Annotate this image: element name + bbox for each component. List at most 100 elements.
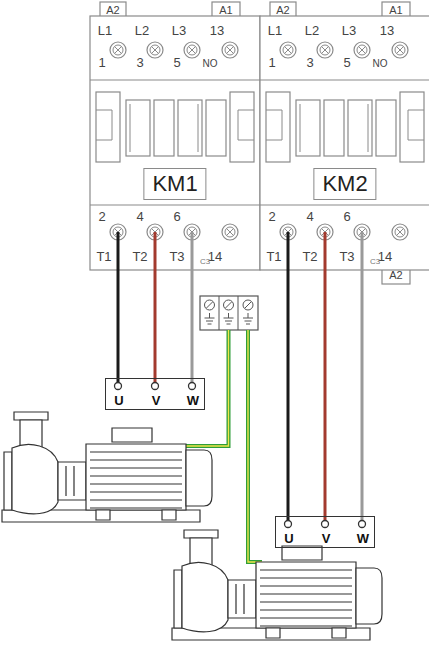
terminal-screw: [317, 42, 333, 58]
cooling-fins: [260, 570, 352, 626]
terminal-label: 2: [98, 210, 105, 223]
terminal-label: 13: [210, 24, 224, 37]
terminal-point: [285, 521, 292, 528]
power-wire: [324, 232, 327, 516]
screw-head: [187, 45, 197, 55]
terminal-label: 3: [136, 56, 143, 69]
terminal-letter: V: [322, 532, 331, 545]
terminal-letter: U: [284, 532, 293, 545]
screw-head: [283, 45, 293, 55]
earth-wire-stripe: [248, 330, 262, 562]
terminal-label: L2: [305, 24, 319, 37]
contactor-body: [90, 2, 260, 270]
earth-wire-stripe: [182, 330, 229, 446]
window-line: [300, 104, 368, 152]
terminal-label: A2: [389, 270, 402, 281]
terminal-label: 1: [268, 56, 275, 69]
cooling-fins: [90, 452, 182, 508]
screw-slot: [227, 47, 234, 54]
terminal-letter: U: [114, 394, 123, 407]
terminal-point: [322, 521, 329, 528]
terminal-label: T1: [266, 250, 281, 263]
contact-window: [154, 100, 174, 156]
terminal-label: A1: [219, 5, 232, 16]
outlet-flange: [14, 412, 48, 420]
screw-head: [395, 227, 405, 237]
terminal-screw: [222, 42, 238, 58]
terminal-label: T2: [302, 250, 317, 263]
terminal-screw: [392, 224, 408, 240]
motor-terminal-box: UVW: [275, 516, 375, 548]
terminal-screw: [110, 42, 126, 58]
screw-slot: [245, 302, 251, 308]
outlet-flange: [184, 530, 218, 538]
terminal-label: 3: [306, 56, 313, 69]
screw-slot: [226, 302, 232, 308]
terminal-point: [152, 383, 159, 390]
terminal-label: NO: [373, 59, 388, 69]
screw-head: [113, 45, 123, 55]
terminal-label: T3: [339, 250, 354, 263]
side-pillar: [96, 92, 120, 162]
terminal-screw: [392, 42, 408, 58]
screw-slot: [397, 47, 404, 54]
window-line: [130, 104, 198, 152]
earth-symbol: [205, 313, 215, 324]
screw-slot: [227, 229, 234, 236]
pump-motor: [172, 530, 382, 640]
terminal-label: L3: [172, 24, 186, 37]
terminal-screw: [354, 42, 370, 58]
screw-head: [225, 45, 235, 55]
terminal-divider: [219, 296, 220, 330]
terminal-label: T1: [96, 250, 111, 263]
terminal-label: A2: [106, 5, 119, 16]
inlet-flange: [4, 452, 12, 510]
side-pillar: [266, 92, 290, 162]
contact-window: [376, 100, 396, 156]
fan-cover: [356, 568, 382, 624]
screw-slot: [322, 47, 329, 54]
terminal-label: A2: [276, 5, 289, 16]
power-wire: [154, 232, 157, 378]
terminal-label: T2: [132, 250, 147, 263]
screw-slot: [359, 47, 366, 54]
terminal-label: 6: [343, 210, 350, 223]
terminal-label: 5: [343, 56, 350, 69]
terminal-letter: W: [187, 394, 199, 407]
screw-head: [395, 45, 405, 55]
power-wire: [287, 232, 290, 516]
screw-slot: [285, 47, 292, 54]
terminal-screw: [224, 300, 234, 310]
terminal-screw: [280, 42, 296, 58]
earth-wire: [182, 330, 229, 446]
screw-head: [357, 45, 367, 55]
terminal-screw: [243, 300, 253, 310]
side-pillar: [400, 92, 424, 162]
terminal-label: L3: [342, 24, 356, 37]
earth-symbol: [243, 313, 253, 324]
contactor-body: [260, 2, 429, 284]
terminal-letter: V: [152, 394, 161, 407]
motor-terminal-box: [112, 428, 152, 442]
terminal-label: L1: [98, 24, 112, 37]
power-wire: [361, 232, 364, 516]
motor-body: [86, 444, 186, 510]
contact-window: [324, 100, 344, 156]
terminal-screw: [147, 42, 163, 58]
terminal-label: A1: [389, 5, 402, 16]
terminal-point: [189, 383, 196, 390]
screw-slot: [152, 47, 159, 54]
terminal-label: T3: [169, 250, 184, 263]
terminal-screw: [184, 42, 200, 58]
screw-slot: [115, 47, 122, 54]
terminal-divider: [238, 296, 239, 330]
power-wire: [191, 232, 194, 378]
motor-terminal-box: [282, 546, 322, 560]
pump-volute: [12, 444, 58, 513]
pillar-notch: [266, 110, 424, 140]
earth-wire: [248, 330, 262, 562]
terminal-label: C3: [370, 258, 380, 266]
